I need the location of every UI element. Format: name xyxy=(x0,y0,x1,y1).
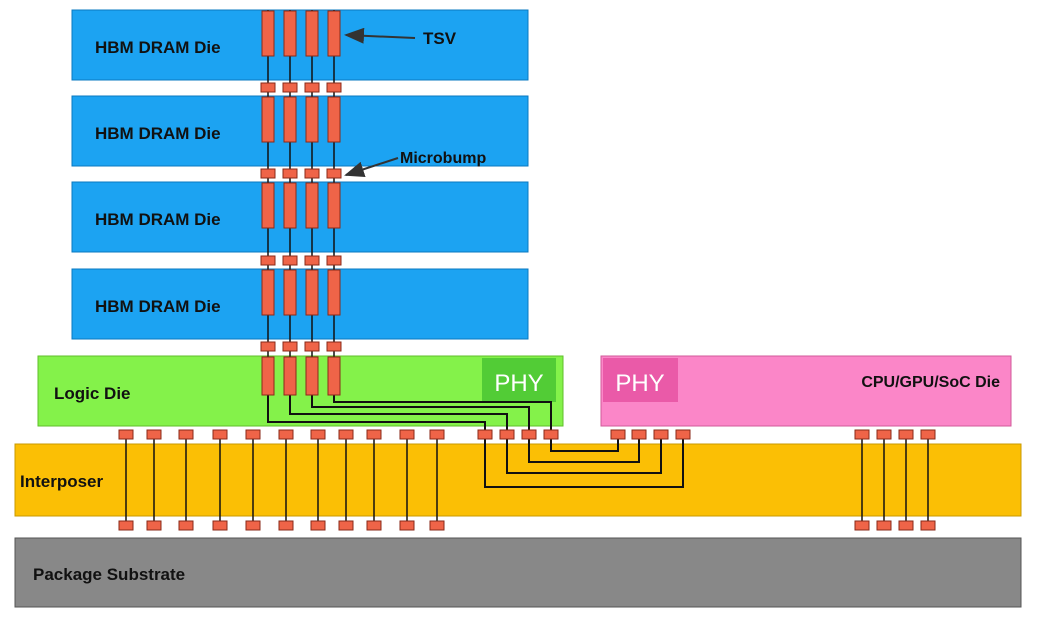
dram-die-4-label: HBM DRAM Die xyxy=(95,297,221,316)
dram-die-3-label: HBM DRAM Die xyxy=(95,210,221,229)
logic-phy-label: PHY xyxy=(494,370,543,397)
dram-die-1 xyxy=(71,9,529,81)
dram-die-2-label: HBM DRAM Die xyxy=(95,124,221,143)
soc-phy-block xyxy=(603,358,678,402)
package-substrate-label: Package Substrate xyxy=(33,565,185,584)
interposer-top-bumps xyxy=(118,429,936,440)
tsv-bars xyxy=(261,10,341,396)
dram-die-1-label: HBM DRAM Die xyxy=(95,38,221,57)
soc-die-label: CPU/GPU/SoC Die xyxy=(861,374,1000,391)
logic-die-label: Logic Die xyxy=(54,384,131,403)
interposer-bottom-bumps xyxy=(118,520,936,531)
dram-die-3 xyxy=(71,181,529,253)
tsv-arrow xyxy=(344,27,416,44)
interposer-vias xyxy=(125,437,929,525)
dram-die-2 xyxy=(71,95,529,167)
package-substrate xyxy=(14,537,1022,608)
tsv-label: TSV xyxy=(423,29,457,48)
microbump-label: Microbump xyxy=(400,150,486,167)
dram-die-stack: HBM DRAM Die HBM DRAM Die HBM DRAM Die H… xyxy=(71,9,529,340)
interposer-label: Interposer xyxy=(20,472,104,491)
soc-phy-label: PHY xyxy=(615,370,664,397)
dram-die-4 xyxy=(71,268,529,340)
microbump-arrow xyxy=(344,157,399,178)
interposer xyxy=(14,443,1022,517)
microbumps xyxy=(260,82,342,352)
logic-phy-block xyxy=(482,358,556,402)
